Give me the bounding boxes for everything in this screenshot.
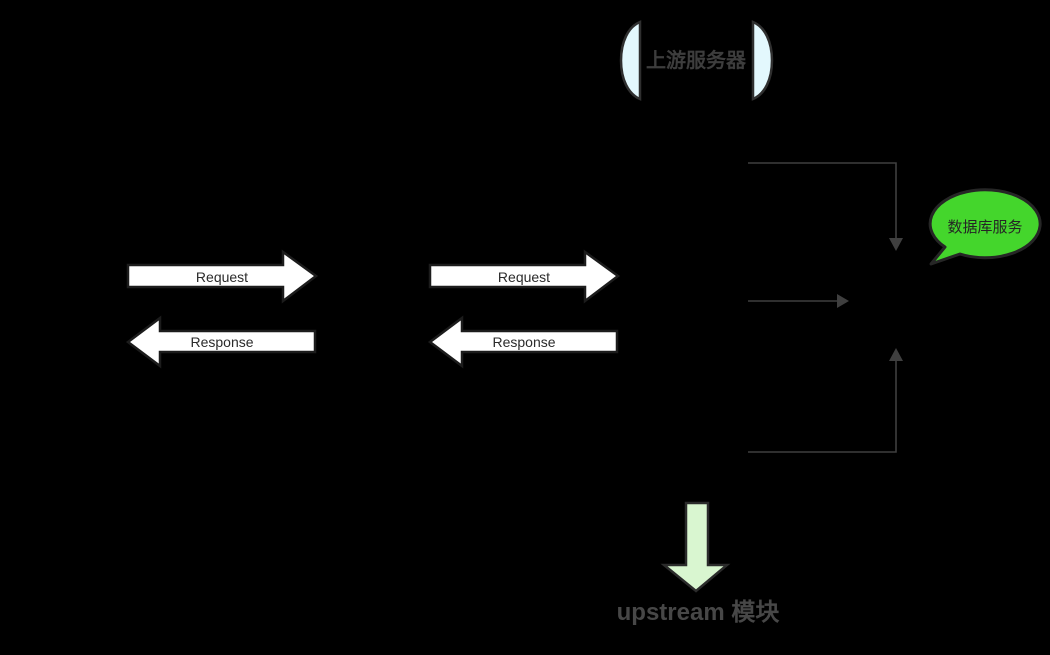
response-label-left: Response (190, 334, 253, 350)
db-connectors-group (748, 162, 903, 453)
module-caption-group: upstream 模块 (617, 501, 780, 626)
response-arrow-right (427, 315, 619, 369)
flow-right-group: Request Response (427, 249, 621, 369)
database-bubble-label: 数据库服务 (947, 219, 1022, 236)
request-arrow-left (126, 249, 319, 304)
request-arrow-right (428, 249, 621, 304)
module-label: upstream 模块 (617, 599, 780, 626)
request-label-right: Request (498, 269, 550, 285)
arrowhead-down-icon (889, 238, 903, 251)
upstream-server-label: 上游服务器 (646, 48, 747, 72)
arrowhead-right-icon (837, 294, 849, 308)
right-bracket-shape (751, 20, 774, 101)
connector-top (748, 162, 897, 240)
flow-left-group: Request Response (125, 249, 319, 369)
arrowhead-up-icon (889, 348, 903, 361)
module-down-arrow (660, 501, 731, 593)
response-label-right: Response (492, 334, 555, 350)
database-bubble: 数据库服务 (928, 188, 1042, 266)
speech-bubble-shape (928, 188, 1042, 266)
response-arrow-left (125, 315, 317, 369)
left-bracket-shape (619, 20, 642, 101)
upstream-server-shape: 上游服务器 (619, 20, 774, 101)
request-label-left: Request (196, 269, 248, 285)
connector-bottom (748, 361, 897, 453)
